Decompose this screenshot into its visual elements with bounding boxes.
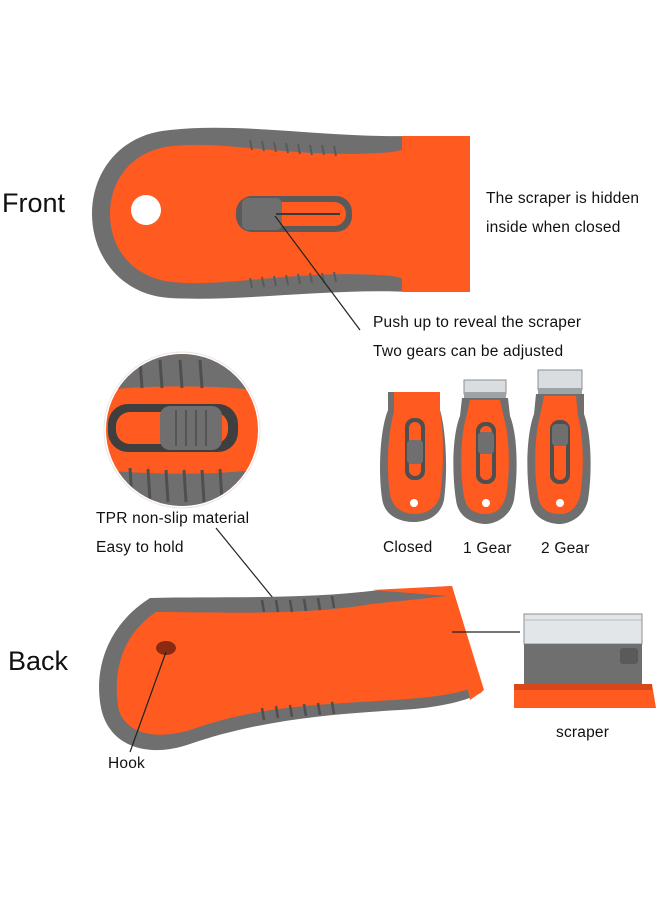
gear-label-closed: Closed bbox=[383, 539, 433, 556]
front-grip-ridges bbox=[249, 139, 337, 289]
gear-two-view bbox=[527, 369, 591, 524]
gear-label-one: 1 Gear bbox=[463, 540, 512, 557]
back-orange-face bbox=[116, 596, 472, 735]
hidden-caption-line1: The scraper is hidden bbox=[486, 190, 640, 207]
front-heading: Front bbox=[2, 188, 66, 218]
tpr-caption-line2: Easy to hold bbox=[96, 539, 184, 556]
gear-closed-view bbox=[380, 392, 447, 522]
back-head bbox=[372, 586, 484, 700]
closeup-circle bbox=[103, 351, 261, 509]
push-caption-line1: Push up to reveal the scraper bbox=[373, 314, 582, 331]
back-grip-ridges bbox=[260, 595, 336, 721]
front-scraper bbox=[92, 127, 470, 299]
hidden-caption-line2: inside when closed bbox=[486, 219, 621, 236]
scraper-caption: scraper bbox=[556, 724, 610, 741]
hook-caption: Hook bbox=[108, 755, 145, 772]
push-caption-line2: Two gears can be adjusted bbox=[373, 343, 564, 360]
back-scraper bbox=[99, 586, 484, 751]
front-head bbox=[402, 136, 470, 292]
gear-label-two: 2 Gear bbox=[541, 540, 590, 557]
front-hang-hole bbox=[131, 195, 161, 225]
front-pointer-line bbox=[274, 215, 361, 331]
gear-one-view bbox=[453, 379, 517, 524]
tpr-caption-line1: TPR non-slip material bbox=[96, 510, 250, 527]
back-hook-hole bbox=[156, 641, 176, 655]
front-slider-knob bbox=[242, 198, 282, 230]
closeup-slider-knob bbox=[160, 406, 222, 450]
hook-pointer-line bbox=[129, 651, 167, 753]
scraper-blade-part bbox=[514, 613, 656, 708]
back-heading: Back bbox=[8, 646, 69, 676]
